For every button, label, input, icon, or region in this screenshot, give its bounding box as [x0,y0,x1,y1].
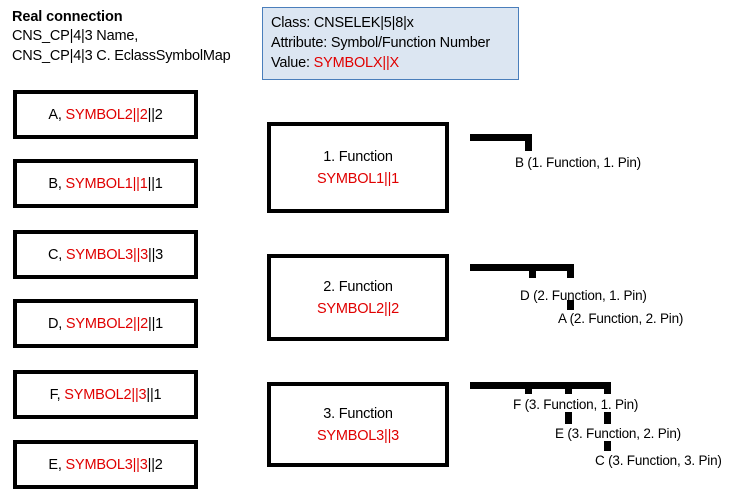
left-box-e: E, SYMBOL3||3||2 [13,440,198,489]
connector-stub-g3-pin3-drop2 [604,441,611,451]
left-box-e-text: E, SYMBOL3||3||2 [48,457,162,473]
pin-label-g1-1: B (1. Function, 1. Pin) [515,155,641,170]
pin-label-g3-1: F (3. Function, 1. Pin) [513,397,639,412]
connector-stub-g2-pin2 [567,264,574,278]
pin-label-g3-2: E (3. Function, 2. Pin) [555,426,681,441]
function-box-2-title: 2. Function [323,278,393,295]
left-box-a-text: A, SYMBOL2||2||2 [48,107,162,123]
header-line-1: CNS_CP|4|3 Name, [12,28,139,44]
left-box-e-prefix: E, [48,456,66,473]
connector-stub-g3-pin2 [565,382,572,394]
connector-bar-group1 [470,134,532,141]
left-box-a: A, SYMBOL2||2||2 [13,90,198,139]
left-box-f-text: F, SYMBOL2||3||1 [50,387,162,403]
left-box-e-suffix: ||2 [147,456,163,473]
info-box: Class: CNSELEK|5|8|x Attribute: Symbol/F… [262,7,519,80]
function-box-3-inner: 3. Function SYMBOL3||3 [317,403,399,447]
left-box-a-prefix: A, [48,106,66,123]
function-box-1: 1. Function SYMBOL1||1 [267,122,449,213]
left-box-b-prefix: B, [48,175,66,192]
left-box-b-symbol: SYMBOL1||1 [65,175,148,192]
left-box-d-prefix: D, [47,315,66,332]
function-box-1-inner: 1. Function SYMBOL1||1 [317,146,399,190]
connector-stub-g3-pin3-drop [604,412,611,424]
pin-label-g3-3: C (3. Function, 3. Pin) [595,453,722,468]
left-box-f-symbol: SYMBOL2||3 [64,386,147,403]
left-box-b-text: B, SYMBOL1||1||1 [48,176,162,192]
connector-stub-g1-pin1 [525,134,532,151]
info-value-prefix: Value: [271,55,314,71]
left-box-d-symbol: SYMBOL2||2 [65,315,149,332]
function-box-3: 3. Function SYMBOL3||3 [267,382,449,467]
header-line-2: CNS_CP|4|3 C. EclassSymbolMap [12,47,231,64]
connector-stub-g2-pin1 [529,264,536,278]
connector-bar-group2 [470,264,574,271]
left-box-c: C, SYMBOL3||3||3 [13,230,198,279]
pin-label-g2-1: D (2. Function, 1. Pin) [520,288,647,303]
info-attribute-line: Attribute: Symbol/Function Number [271,35,491,51]
left-box-f-suffix: ||1 [146,386,162,403]
function-box-2: 2. Function SYMBOL2||2 [267,254,449,341]
left-box-c-text: C, SYMBOL3||3||3 [48,247,163,263]
pin-label-g2-2: A (2. Function, 2. Pin) [558,311,684,326]
function-box-1-title: 1. Function [323,148,393,165]
left-box-a-suffix: ||2 [147,106,163,123]
info-value: SYMBOLX||X [313,55,400,71]
left-box-d-text: D, SYMBOL2||2||1 [48,316,163,332]
function-box-3-title: 3. Function [323,405,393,422]
left-box-b: B, SYMBOL1||1||1 [13,159,198,208]
left-box-f: F, SYMBOL2||3||1 [13,370,198,419]
left-box-e-symbol: SYMBOL3||3 [65,456,148,473]
left-box-c-symbol: SYMBOL3||3 [65,246,149,263]
connector-bar-group3 [470,382,610,389]
connector-stub-g3-pin1 [525,382,532,394]
left-box-a-symbol: SYMBOL2||2 [65,106,148,123]
function-box-1-symbol: SYMBOL1||1 [316,170,400,187]
left-box-d-suffix: ||1 [148,315,164,332]
connector-stub-g2-pin2-drop [567,300,574,310]
function-box-2-symbol: SYMBOL2||2 [316,300,400,317]
info-class-line: Class: CNSELEK|5|8|x [271,15,414,31]
left-box-f-prefix: F, [49,386,65,403]
page-title: Real connection [12,9,123,25]
left-box-d: D, SYMBOL2||2||1 [13,299,198,348]
function-box-2-inner: 2. Function SYMBOL2||2 [317,276,399,320]
info-value-line: Value: SYMBOLX||X [271,53,510,73]
header-block: Real connection CNS_CP|4|3 Name, CNS_CP|… [12,8,262,66]
connector-stub-g3-pin3 [604,382,611,394]
connector-stub-g3-pin2-drop [565,412,572,424]
function-box-3-symbol: SYMBOL3||3 [316,427,400,444]
left-box-c-prefix: C, [47,246,66,263]
left-box-c-suffix: ||3 [148,246,164,263]
left-box-b-suffix: ||1 [147,175,163,192]
